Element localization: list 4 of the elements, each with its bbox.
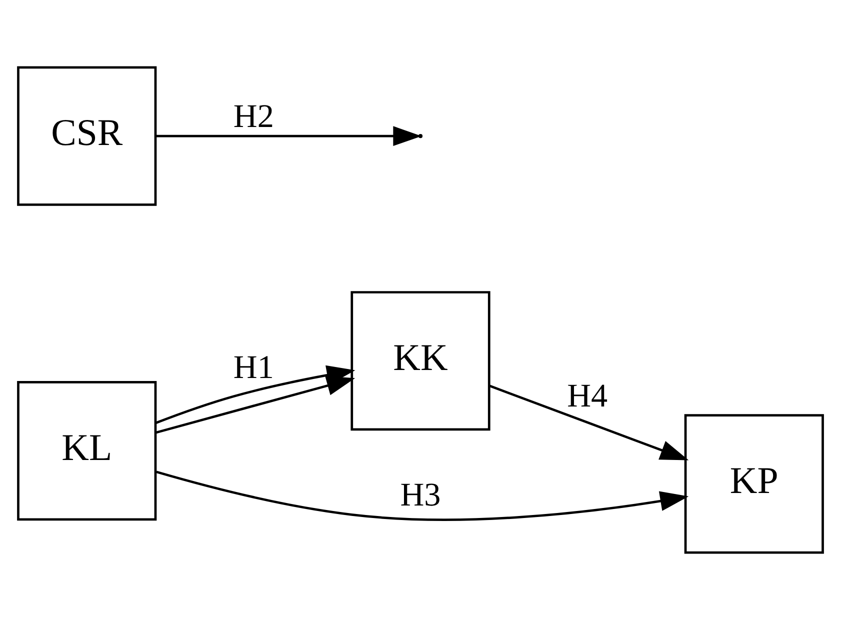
edge-label: H4 <box>567 376 608 414</box>
edge-label: H1 <box>233 348 274 386</box>
edge-label: H3 <box>400 476 441 514</box>
edge-label: H2 <box>233 98 274 135</box>
